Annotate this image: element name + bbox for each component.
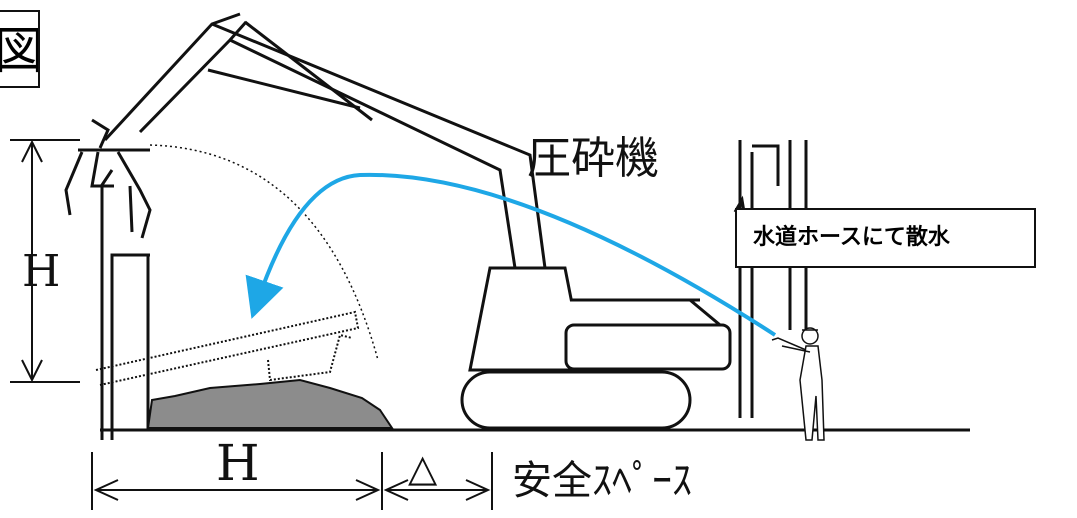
excavator-body (460, 266, 732, 430)
boom-arm (103, 12, 547, 269)
water-hose-callout: 水道ホースにて散水 (735, 208, 1036, 268)
right-structure (733, 140, 808, 418)
safety-space-label: 安全ｽﾍﾟｰｽ (512, 458, 692, 504)
height-label-horizontal: H (216, 434, 260, 492)
worker-figure (771, 327, 825, 441)
building-wall (100, 169, 150, 440)
delta-label: △ (408, 446, 438, 490)
crusher-jaw (64, 118, 152, 239)
crusher-label: 圧砕機 (527, 133, 659, 184)
swing-arc (149, 144, 379, 361)
falling-slab-outline (95, 310, 360, 386)
debris-pile (146, 378, 394, 429)
vertical-dimension (10, 139, 80, 383)
height-label-vertical: H (22, 246, 61, 297)
figure-label: 図 (0, 10, 40, 88)
water-stream (245, 172, 777, 337)
horizontal-dimension (91, 452, 493, 510)
